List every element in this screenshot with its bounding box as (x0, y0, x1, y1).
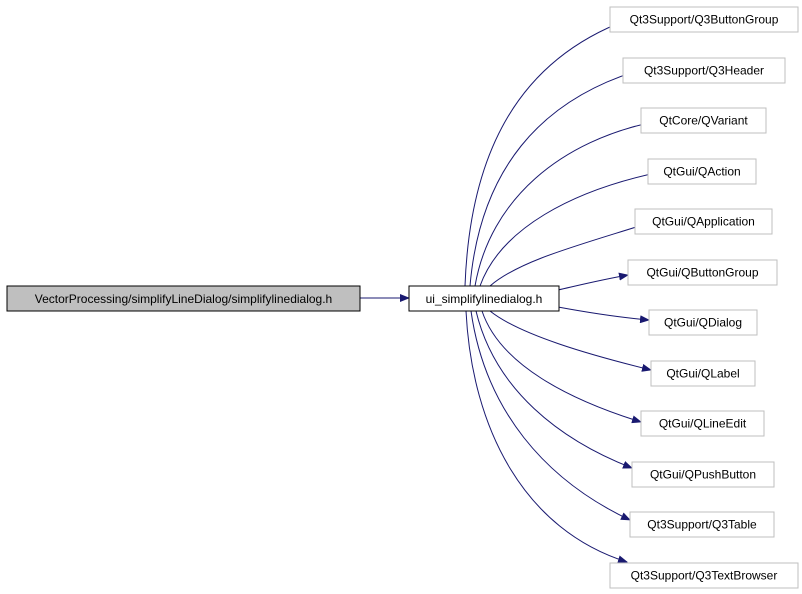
leaf-node-label: QtGui/QLabel (666, 367, 739, 381)
edge-mid-to-leaf (474, 118, 659, 287)
edge-mid-to-leaf (557, 272, 629, 291)
edge-mid-to-leaf (479, 168, 666, 287)
leaf-node-box (622, 57, 786, 84)
edge-mid-to-leaf (465, 310, 628, 564)
edge-mid-to-leaf (464, 19, 628, 287)
mid-node-label: ui_simplifylinedialog.h (426, 292, 543, 306)
leaf-node-box (609, 6, 799, 33)
root-node-label: VectorProcessing/simplifyLineDialog/simp… (35, 292, 332, 306)
leaf-node[interactable]: Qt3Support/Q3TextBrowser (609, 562, 799, 589)
leaf-node-box (647, 158, 757, 185)
leaf-node[interactable]: QtGui/QDialog (648, 309, 758, 336)
leaf-node-label: Qt3Support/Q3Table (647, 518, 757, 532)
leaf-node-box (648, 309, 758, 336)
leaf-node-label: Qt3Support/Q3Header (644, 64, 764, 78)
mid-node[interactable]: ui_simplifylinedialog.h (408, 285, 560, 312)
leaf-node-box (640, 107, 767, 134)
leaf-node[interactable]: QtGui/QAction (647, 158, 757, 185)
edge-mid-to-leaf (489, 310, 652, 372)
leaf-node-label: QtGui/QApplication (652, 215, 755, 229)
leaf-node[interactable]: QtGui/QApplication (634, 208, 773, 235)
edge-mid-to-leaf (489, 220, 653, 287)
leaf-node-box (629, 511, 775, 538)
leaf-node-box (634, 208, 773, 235)
leaf-node-box (640, 410, 765, 437)
leaf-node-box (650, 360, 756, 387)
leaf-node[interactable]: QtGui/QLineEdit (640, 410, 765, 437)
leaf-node-box (627, 259, 778, 286)
leaf-node[interactable]: Qt3Support/Q3Header (622, 57, 786, 84)
leaf-node-label: Qt3Support/Q3TextBrowser (631, 569, 778, 583)
edge-mid-to-leaf (557, 306, 650, 324)
leaf-node-label: QtGui/QPushButton (650, 468, 756, 482)
leaf-node[interactable]: QtGui/QPushButton (631, 461, 775, 488)
leaf-node-label: Qt3Support/Q3ButtonGroup (630, 13, 779, 27)
leaf-node-label: QtGui/QButtonGroup (646, 266, 758, 280)
leaf-node-label: QtCore/QVariant (659, 114, 748, 128)
leaf-node[interactable]: QtCore/QVariant (640, 107, 767, 134)
edge-mid-to-leaf (470, 310, 631, 521)
leaf-node-label: QtGui/QAction (663, 165, 740, 179)
leaf-node-label: QtGui/QLineEdit (659, 417, 747, 431)
leaf-node[interactable]: Qt3Support/Q3Table (629, 511, 775, 538)
leaf-node-box (609, 562, 799, 589)
leaf-node-label: QtGui/QDialog (664, 316, 742, 330)
root-node[interactable]: VectorProcessing/simplifyLineDialog/simp… (6, 285, 361, 312)
edge-mid-to-leaf (475, 310, 633, 469)
leaf-node-box (631, 461, 775, 488)
leaf-node[interactable]: Qt3Support/Q3ButtonGroup (609, 6, 799, 33)
leaf-node[interactable]: QtGui/QLabel (650, 360, 756, 387)
leaf-node[interactable]: QtGui/QButtonGroup (627, 259, 778, 286)
edge-mid-to-leaf (469, 68, 641, 287)
edge-mid-to-leaf (481, 310, 642, 424)
